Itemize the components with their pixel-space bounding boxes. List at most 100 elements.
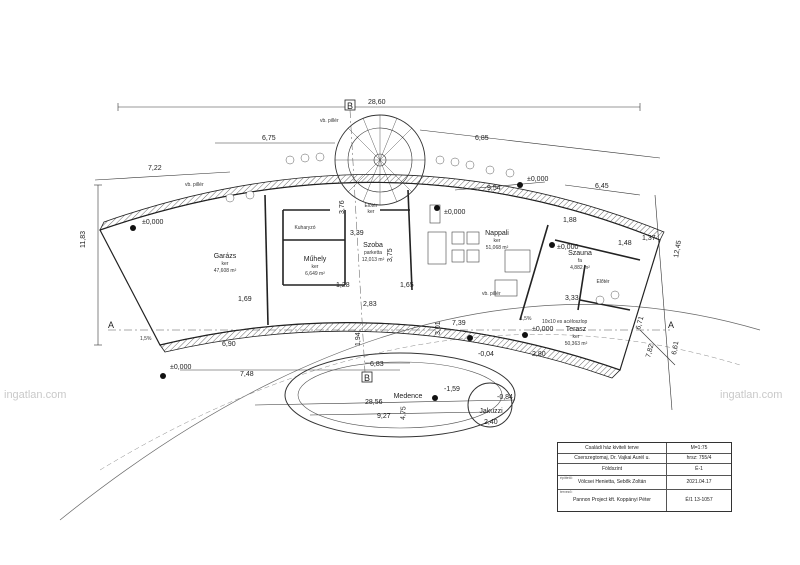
spiral-stair [334, 114, 426, 206]
tb-designer: Pannon Project kft. Koppányi Péter [573, 497, 651, 503]
room-terrace-area: 50,363 m² [565, 341, 588, 347]
tb-scale: M=1:75 [666, 443, 731, 453]
level-garage-front: ±0,000 [170, 364, 191, 371]
dimension-labels: 28,60 6,75 6,85 7,22 6,45 9,54 11,83 12,… [80, 99, 683, 426]
level-sauna: ±0,000 [557, 244, 578, 251]
room-bedroom-name: Szoba [363, 242, 383, 249]
tb-client: Völcsei Henietta, Sebők Zoltán [577, 479, 647, 485]
tb-sheet: É-1 [666, 463, 731, 475]
dim-east-wing: 6,85 [475, 135, 489, 142]
dim-sauna-bottom: 3,33 [565, 295, 579, 302]
level-north: ±0,000 [527, 176, 548, 183]
pool-outline [284, 352, 516, 438]
dim-sauna-top: 1,88 [563, 217, 577, 224]
dim-terrace-depth: 3,01 [435, 321, 442, 335]
level-markers [130, 182, 555, 401]
living-furniture [427, 204, 531, 297]
dim-living-bottom: 7,39 [452, 320, 466, 327]
dim-bedroom-top: 3,39 [350, 230, 364, 237]
dim-kitchen-height: 3,76 [339, 200, 346, 214]
room-garage-material: ker [222, 261, 229, 267]
level-pool: -1,59 [444, 386, 460, 393]
room-workshop-material: ker [312, 264, 319, 270]
note-pillar-west: vb. pillér [185, 182, 204, 188]
room-kitchen-name: Kuharyzó [294, 225, 315, 231]
room-terrace-name: Terasz [566, 326, 587, 333]
room-sauna-material: fa [578, 258, 582, 264]
room-bedroom-area: 12,013 m² [362, 257, 385, 263]
level-terrace: ±0,000 [532, 326, 553, 333]
dim-east-wall-1: 1,37 [642, 235, 656, 242]
tb-client-label: építtető: [560, 476, 573, 480]
level-hall: ±0,000 [444, 209, 465, 216]
section-label-b-top: B [347, 101, 353, 111]
section-label-b-bottom: B [364, 373, 370, 383]
interior-walls [264, 189, 641, 326]
jacuzzi-outline [467, 382, 513, 428]
room-living-material: ker [494, 238, 501, 244]
section-label-a-left: A [108, 320, 114, 330]
tb-location: Cserszegtomaj, Dr. Vajkai Aurél u. [574, 455, 650, 461]
pool-name: Medence [394, 393, 423, 400]
note-pillar-east: vb. pillér [482, 291, 501, 297]
level-jacuzzi: -0,84 [497, 394, 513, 401]
dim-east-lower: 6,61 [671, 341, 680, 356]
wall-north [99, 173, 665, 241]
room-workshop-name: Műhely [304, 256, 327, 263]
tb-number: É/1 13-1057 [666, 489, 731, 511]
room-bedroom-material: parketta [364, 250, 382, 256]
dim-bedroom-bottom: 2,83 [363, 301, 377, 308]
dim-workshop-bottom: 1,28 [336, 282, 350, 289]
watermark-right: ingatlan.com [720, 389, 783, 401]
tb-date: 2021.04.17 [666, 475, 731, 489]
level-terrace-low: -0,04 [478, 351, 494, 358]
wall-south [159, 322, 621, 379]
room-workshop-area: 6,649 m² [305, 271, 325, 277]
dim-east-segment: 6,71 [635, 315, 645, 330]
dim-living-top: 9,54 [487, 185, 501, 192]
room-sauna-hall-name: Előtér [596, 279, 609, 285]
dim-bedroom-height: 3,75 [387, 248, 394, 262]
axis-bubbles [225, 152, 620, 305]
section-markers [108, 99, 670, 383]
note-terrace-column: 10x10 es acéloszlop [542, 319, 588, 325]
room-terrace-material: ker [573, 334, 580, 340]
room-sauna-name: Szauna [568, 250, 592, 257]
tb-drawing: Földszint [601, 466, 622, 472]
dim-west-height: 11,83 [80, 231, 87, 248]
dim-terrace-step: 2,80 [532, 351, 546, 358]
dim-west-wing: 6,75 [262, 135, 276, 142]
dim-east-wall-2: 1,48 [618, 240, 632, 247]
dim-pool-width: 4,75 [400, 406, 407, 420]
tb-project: Családi ház kiviteli terve [585, 445, 639, 451]
tb-designer-label: tervező: [560, 490, 573, 494]
room-hall-name: Előtér [364, 203, 377, 209]
room-garage-name: Garázs [214, 253, 237, 260]
dim-bedroom-front: 1,94 [355, 332, 362, 346]
level-garage: ±0,000 [142, 219, 163, 226]
room-sauna-area: 4,882 m² [570, 265, 590, 271]
section-label-a-right: A [668, 320, 674, 330]
room-garage-area: 47,608 m² [214, 268, 237, 274]
dim-front-middle: 6,83 [370, 361, 384, 368]
pool-inner [297, 361, 503, 429]
dim-overall-width: 28,60 [368, 99, 386, 106]
dim-garage-door: 1,69 [238, 296, 252, 303]
dim-front-left: 7,48 [240, 371, 254, 378]
plan-notes: vb. pillér vb. pillér vb. pillér 10x10 e… [140, 118, 588, 342]
watermark-left: ingatlan.com [4, 389, 67, 401]
dim-jacuzzi: 2,40 [484, 419, 498, 426]
room-labels: Garázs ker 47,608 m² Kuharyzó Műhely ker… [214, 203, 610, 415]
room-living-name: Nappali [485, 230, 509, 237]
note-pillar-top: vb. pillér [320, 118, 339, 124]
level-labels: ±0,000 ±0,000 ±0,000 ±0,000 ±0,000 ±0,00… [142, 176, 578, 401]
dim-east-height: 12,45 [673, 240, 683, 259]
site-arc-inner [99, 334, 741, 471]
dim-garage-top: 7,22 [148, 165, 162, 172]
jacuzzi-name: Jakuzzi [479, 408, 503, 415]
dim-east-top: 6,45 [595, 183, 609, 190]
room-living-area: 51,068 m² [486, 245, 509, 251]
tb-lot: hrsz: 755/4 [666, 453, 731, 463]
note-slope-terrace: 1,5% [520, 316, 532, 322]
